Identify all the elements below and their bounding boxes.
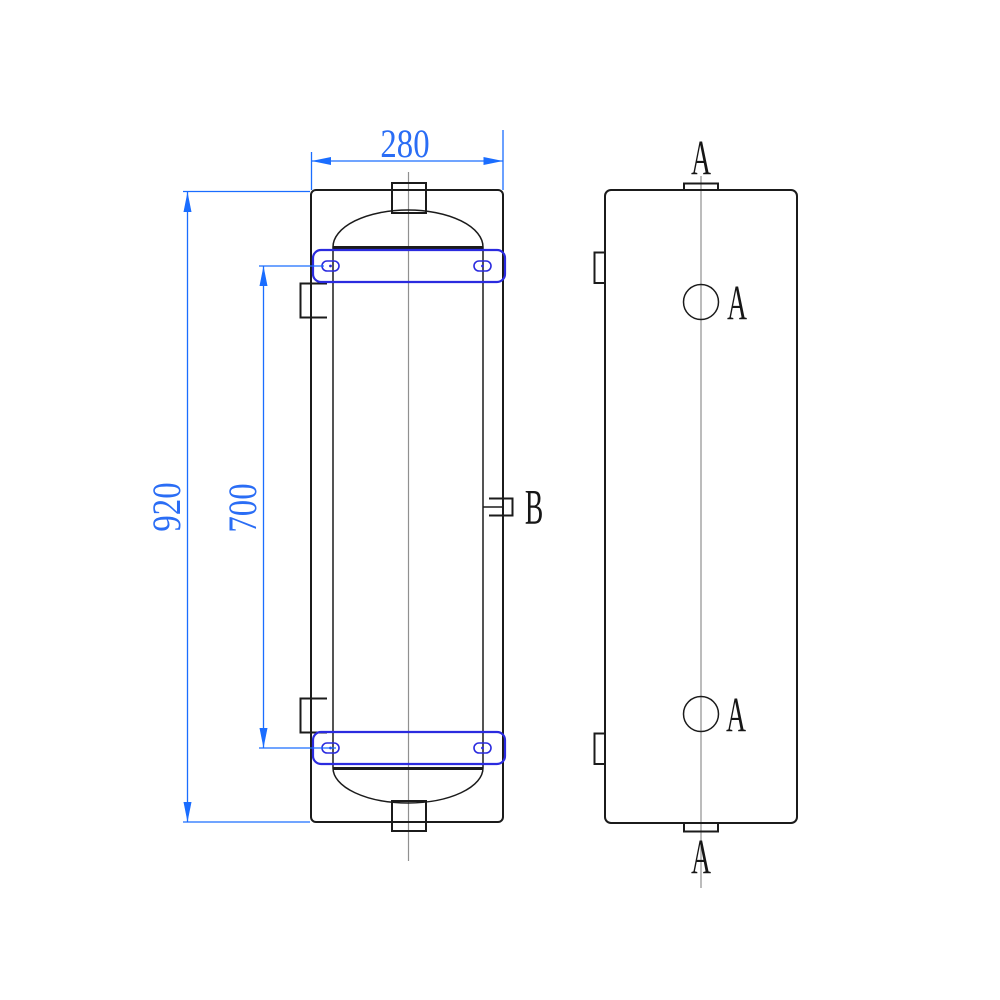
dim-arrow-up xyxy=(183,192,192,212)
dim-arrow-up xyxy=(259,266,268,286)
side-top-nozzle xyxy=(683,182,719,191)
front-bottom-nozzle xyxy=(391,800,427,832)
bracket-slot-top-right xyxy=(473,260,492,272)
dim-arrow-right xyxy=(483,157,503,165)
side-upper-tab xyxy=(593,251,606,284)
section-a-top-label: A xyxy=(691,130,711,186)
side-jacket-outline xyxy=(604,189,798,824)
front-lower-left-lug xyxy=(299,697,327,734)
slot-center-dot xyxy=(329,264,332,268)
section-a-bottom-label: A xyxy=(691,829,711,885)
front-top-nozzle xyxy=(391,182,427,214)
dim-arrow-down xyxy=(259,728,268,748)
side-view xyxy=(593,182,798,833)
side-bottom-nozzle xyxy=(683,822,719,833)
front-view xyxy=(299,182,514,832)
dim-height-label: 920 xyxy=(144,482,189,531)
annotation-text: 280 920 700 B A A A A xyxy=(144,121,747,885)
nozzle-b xyxy=(489,497,514,517)
dimensions-group xyxy=(183,130,504,823)
front-upper-left-lug xyxy=(299,282,327,319)
slot-center-dot xyxy=(481,264,484,268)
hole-a-upper-label: A xyxy=(727,275,747,331)
hole-a-lower-label: A xyxy=(726,687,746,743)
dim-width-label: 280 xyxy=(380,121,429,166)
bottom-head-arc xyxy=(332,767,484,804)
bracket-slot-bottom-right xyxy=(473,742,492,754)
front-jacket-outline xyxy=(310,189,504,823)
side-lower-tab xyxy=(593,732,606,765)
hole-a-lower xyxy=(682,695,720,733)
top-head-arc xyxy=(332,209,484,248)
dim-span-label: 700 xyxy=(220,483,265,532)
centerlines-group xyxy=(407,172,702,888)
slot-center-dot xyxy=(481,746,484,750)
dim-arrow-down xyxy=(183,802,192,822)
dim-arrow-left xyxy=(311,157,331,165)
nozzle-b-label: B xyxy=(525,479,543,535)
hole-a-upper xyxy=(682,283,720,321)
